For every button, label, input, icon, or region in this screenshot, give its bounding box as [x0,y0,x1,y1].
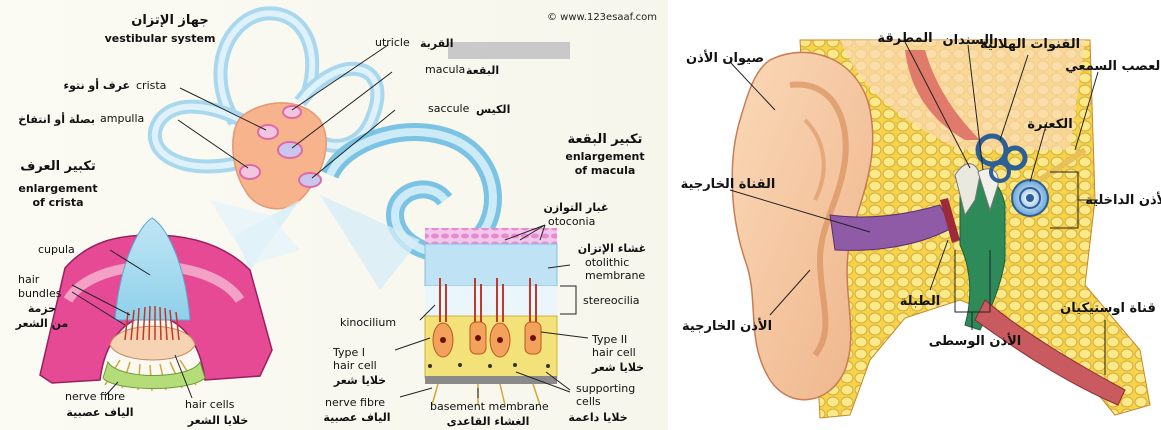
stereocilia-label: stereocilia [583,294,640,307]
vestibular-title-en: vestibular system [105,32,216,45]
kinocilium-label: kinocilium [340,316,396,329]
macula-nerve-fibre-label: nerve fibre [325,396,385,409]
redaction-bar [448,42,570,59]
basement-membrane-label-ar: الغشاء القاعدى [447,415,530,428]
macula-title-en-2: of macula [575,164,636,177]
eardrum-label: الطبلة [900,294,941,309]
type2-label-ar: خلايا شعر [591,361,644,374]
crista-title-en-1: enlargement [18,182,97,195]
ampulla-label: ampulla [100,112,144,125]
inner-ear-label: الأذن الداخلية [1085,191,1161,208]
otolithic-label-ar: غشاء الإتزان [578,242,646,255]
crista-hair-cells-label: hair cells [185,398,235,411]
supporting-cells-label-1: supporting [576,382,635,395]
hair-bundles-label-2: bundles [18,287,62,300]
middle-ear-label: الأذن الوسطى [929,332,1022,349]
type2-label-1: Type II [591,333,627,346]
auditory-nerve-label: العصب السمعي [1065,59,1161,74]
otolithic-label-1: otolithic [585,256,629,269]
macula-title-ar: تكبير البقعة [568,132,643,147]
basement-membrane-label: basement membrane [430,400,549,413]
crista-nerve-fibre-label-ar: الياف عصبية [66,406,133,419]
semicircular-canals-label: القنوات الهلالية [980,37,1080,52]
vestibular-title-ar: جهاز الإتزان [131,13,209,28]
utricle-label-ar: القربة [420,37,453,50]
cochlea-label: الكعبرة [1027,117,1072,132]
macula-label: macula [425,63,465,76]
cupula-label: cupula [38,243,75,256]
otoconia-label: otoconia [548,215,595,228]
watermark: © www.123esaaf.com [547,12,657,23]
crista-label: crista [136,79,166,92]
type1-label-ar: خلايا شعر [333,374,386,387]
outer-ear-label: الأذن الخارجية [682,317,772,334]
supporting-cells-label-ar: خلايا داعمة [568,411,627,424]
crista-hair-cells-label-ar: خلايا الشعر [187,414,249,427]
macula-title-en-1: enlargement [565,150,644,163]
hair-bundles-label-1: hair [18,273,40,286]
eustachian-tube-label: قناة اوستيكيان [1060,301,1156,316]
otoconia-label-ar: غبار التوازن [543,201,608,214]
otolithic-label-2: membrane [585,269,645,282]
type1-label-2: hair cell [333,359,377,372]
pinna-label: صيوان الأذن [686,49,764,66]
saccule-label: saccule [428,102,470,115]
supporting-cells-label-2: cells [576,395,601,408]
utricle-label: utricle [375,36,410,49]
macula-enlargement-illustration [425,228,557,405]
hair-bundles-label-ar-2: من الشعر [15,317,69,330]
crista-nerve-fibre-label: nerve fibre [65,390,125,403]
ampulla-label-ar: بصلة أو انتفاخ [18,112,95,126]
type2-label-2: hair cell [592,346,636,359]
hair-bundles-label-ar-1: حزمة [28,302,56,315]
macula-label-ar: البقعة [466,64,499,77]
malleus-label: المطرقة [877,31,932,46]
type1-label-1: Type I [332,346,365,359]
crista-title-ar: تكبير العرف [20,159,96,174]
macula-nerve-fibre-label-ar: الياف عصبية [323,411,390,424]
ear-canal-label: القناة الخارجية [681,177,776,192]
crista-title-en-2: of crista [32,196,83,209]
saccule-label-ar: الكيس [476,103,510,116]
crista-label-ar: عرف أو نتوء [63,78,130,92]
